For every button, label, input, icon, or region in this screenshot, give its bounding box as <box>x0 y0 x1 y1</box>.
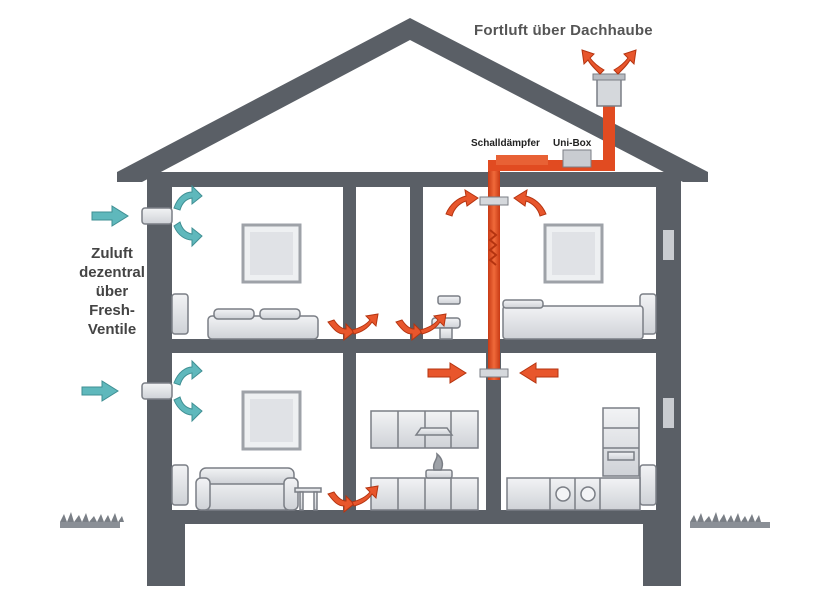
interior-wall <box>486 353 501 510</box>
supply-arrow-icon <box>173 359 203 386</box>
supply-label-line: über <box>95 283 129 300</box>
exhaust-duct <box>479 73 626 380</box>
exhaust-arrow-icon <box>327 319 355 342</box>
supply-arrow-icon <box>173 396 203 423</box>
ground-floor <box>147 510 681 524</box>
supply-label-line: Ventile <box>87 321 137 338</box>
supply-label-line: dezentral <box>79 264 145 281</box>
attic-floor <box>147 172 681 187</box>
bed-left <box>207 308 319 340</box>
exhaust-arrow-icon <box>613 49 637 75</box>
ground <box>60 512 770 528</box>
exhaust-arrow-icon <box>445 188 479 217</box>
house-structure <box>117 18 708 586</box>
flow-arrows <box>327 49 637 514</box>
flame-icon <box>432 452 444 471</box>
exhaust-label: Fortluft über Dachhaube <box>474 22 653 39</box>
roof-hood <box>596 75 622 107</box>
supply-arrow-icon <box>173 221 203 248</box>
bathroom <box>431 295 461 340</box>
supply-arrows <box>81 184 203 423</box>
exhaust-arrow-icon <box>395 319 423 342</box>
supply-label-line: Fresh- <box>89 302 135 319</box>
interior-wall <box>343 187 356 339</box>
supply-arrow-icon <box>173 184 203 211</box>
exhaust-arrow-icon <box>351 313 379 335</box>
exhaust-arrow-icon <box>581 49 605 75</box>
exhaust-arrow-icon <box>327 491 355 514</box>
grass-icon <box>60 522 120 528</box>
windows <box>241 223 674 451</box>
interior-wall <box>343 353 356 510</box>
exhaust-arrow-icon <box>419 313 447 335</box>
living-room <box>195 467 322 511</box>
middle-floor <box>147 339 681 353</box>
radiator-icon <box>639 464 657 506</box>
unibox-label: Uni-Box <box>553 138 592 149</box>
foundation-right <box>643 524 681 586</box>
foundation <box>147 524 185 586</box>
fresh-valve-icon <box>141 382 173 400</box>
radiator-icon <box>171 464 189 506</box>
exhaust-arrow-icon <box>427 362 467 384</box>
exhaust-arrow-icon <box>519 362 559 384</box>
silencer-label: Schalldämpfer <box>471 138 540 149</box>
supply-arrow-icon <box>81 380 119 402</box>
bed-right <box>502 299 644 340</box>
supply-arrow-icon <box>91 205 129 227</box>
supply-label: Zuluft dezentral über Fresh- Ventile <box>72 244 152 339</box>
exhaust-arrow-icon <box>513 188 547 217</box>
unibox <box>562 149 592 168</box>
fresh-valve-icon <box>141 207 173 225</box>
radiator-icon <box>171 293 189 335</box>
supply-label-line: Zuluft <box>91 245 133 262</box>
kitchen <box>370 410 479 511</box>
exhaust-arrow-icon <box>351 485 379 507</box>
interior-wall <box>410 187 423 339</box>
utility-room <box>506 407 641 511</box>
fresh-valves <box>141 207 173 400</box>
radiators <box>171 293 657 506</box>
